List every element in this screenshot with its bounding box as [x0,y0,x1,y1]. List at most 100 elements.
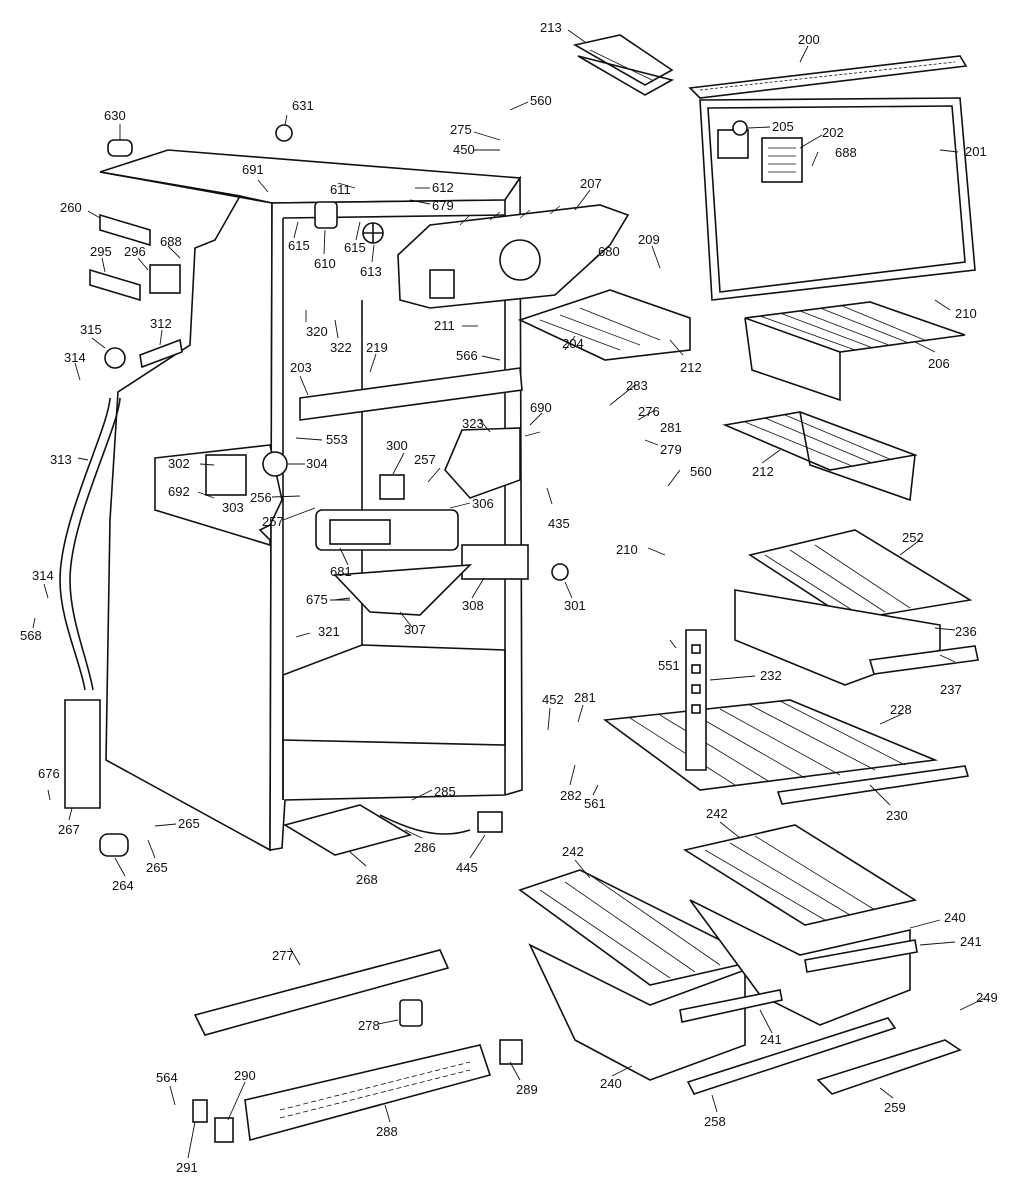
bracket-289 [499,1039,523,1065]
label-275: 275 [450,122,472,137]
label-277: 277 [272,948,294,963]
label-202: 202 [822,125,844,140]
fan-motor [314,201,384,244]
label-265-lower: 265 [146,860,168,875]
label-203: 203 [290,360,312,375]
label-212-upper: 212 [680,360,702,375]
leader-lines [32,29,986,1159]
label-450: 450 [453,142,475,157]
label-631: 631 [292,98,314,113]
label-688-door: 688 [835,145,857,160]
label-690: 690 [530,400,552,415]
label-265-upper: 265 [178,816,200,831]
label-435: 435 [548,516,570,531]
drain-pan-268 [282,804,413,856]
label-566: 566 [456,348,478,363]
roller-264 [99,833,129,857]
part-labels: 213 200 201 205 202 688 210 206 212 207 … [20,20,998,1175]
label-201: 201 [965,144,987,159]
freezer-shelf-206 [744,301,966,402]
label-323: 323 [462,416,484,431]
label-320: 320 [306,324,328,339]
cold-control-bracket [444,427,521,499]
label-240-left: 240 [600,1076,622,1091]
label-264: 264 [112,878,134,893]
label-308: 308 [462,598,484,613]
label-691: 691 [242,162,264,177]
label-286: 286 [414,840,436,855]
label-228: 228 [890,702,912,717]
label-281-lower: 281 [574,690,596,705]
label-568: 568 [20,628,42,643]
freezer-door [699,97,976,301]
label-285: 285 [434,784,456,799]
label-681: 681 [330,564,352,579]
hinge-260 [99,213,151,247]
label-680: 680 [598,244,620,259]
clip-278 [399,999,423,1027]
drawer-trim-241 [679,939,918,1023]
evaporator-cover [397,204,630,309]
label-258: 258 [704,1114,726,1129]
label-210-lower: 210 [616,542,638,557]
cover-panel-267 [64,699,101,809]
label-210-upper: 210 [955,306,977,321]
label-303: 303 [222,500,244,515]
label-207: 207 [580,176,602,191]
trim-258 [686,1017,897,1095]
label-322: 322 [330,340,352,355]
label-312: 312 [150,316,172,331]
label-213: 213 [540,20,562,35]
label-611: 611 [330,182,351,197]
label-289: 289 [516,1082,538,1097]
label-314-lower: 314 [32,568,54,583]
base-frame-277 [193,949,450,1036]
label-267: 267 [58,822,80,837]
label-612: 612 [432,180,454,195]
ice-tray [572,34,675,96]
label-237: 237 [940,682,962,697]
label-268: 268 [356,872,378,887]
label-219: 219 [366,340,388,355]
shelf-support-232 [685,629,707,771]
label-304: 304 [306,456,328,471]
label-281-upper: 281 [660,420,682,435]
trim-259 [816,1039,962,1095]
meat-pan-cover-252 [747,529,973,621]
door-gasket-bar [688,55,968,99]
clip-290-291 [192,1099,234,1143]
crisper-drawer-240-left [528,943,746,1081]
thermostat-assembly [205,451,569,581]
rail-203 [299,367,523,421]
label-204: 204 [562,336,584,351]
label-232: 232 [760,668,782,683]
label-291: 291 [176,1160,198,1175]
grille-288 [244,1044,492,1142]
label-551: 551 [658,658,680,673]
label-564: 564 [156,1070,178,1085]
label-212-lower: 212 [752,464,774,479]
label-314-upper: 314 [64,350,86,365]
label-676: 676 [38,766,60,781]
label-259: 259 [884,1100,906,1115]
label-205: 205 [772,119,794,134]
label-315: 315 [80,322,102,337]
label-283: 283 [626,378,648,393]
label-692: 692 [168,484,190,499]
hinge-315-312 [104,338,183,369]
label-282: 282 [560,788,582,803]
label-200: 200 [798,32,820,47]
label-313: 313 [50,452,72,467]
label-675: 675 [306,592,328,607]
label-615-right: 615 [344,240,366,255]
label-288: 288 [376,1124,398,1139]
label-230: 230 [886,808,908,823]
label-211: 211 [434,318,455,333]
label-679: 679 [432,198,454,213]
shelf-212-upper [517,289,691,361]
label-241-left: 241 [760,1032,782,1047]
label-240-right: 240 [944,910,966,925]
drain-tube-313 [59,397,121,691]
label-560-top: 560 [530,93,552,108]
